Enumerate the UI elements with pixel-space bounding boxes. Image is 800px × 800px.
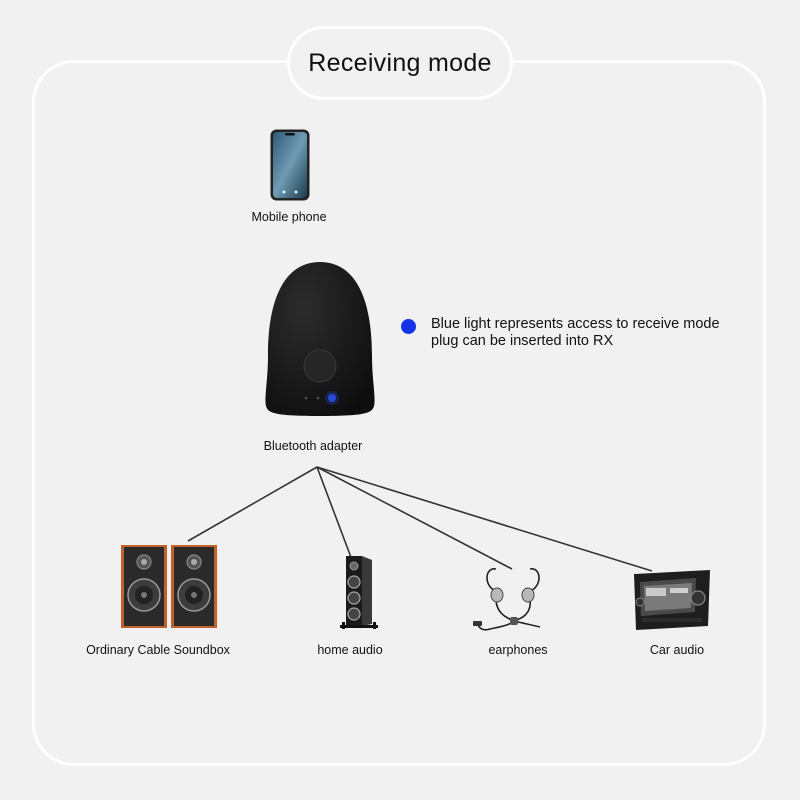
floor-speaker-icon	[340, 554, 380, 630]
car-stereo-icon	[632, 568, 712, 632]
output-label-home-audio: home audio	[317, 643, 382, 657]
output-label-car-audio: Car audio	[650, 643, 704, 657]
line-to-home-audio	[317, 467, 352, 560]
line-to-soundbox	[188, 467, 317, 541]
output-label-earphones: earphones	[488, 643, 547, 657]
earphones-icon	[470, 565, 550, 637]
bookshelf-speakers-icon	[121, 545, 217, 629]
output-label-soundbox: Ordinary Cable Soundbox	[86, 643, 230, 657]
